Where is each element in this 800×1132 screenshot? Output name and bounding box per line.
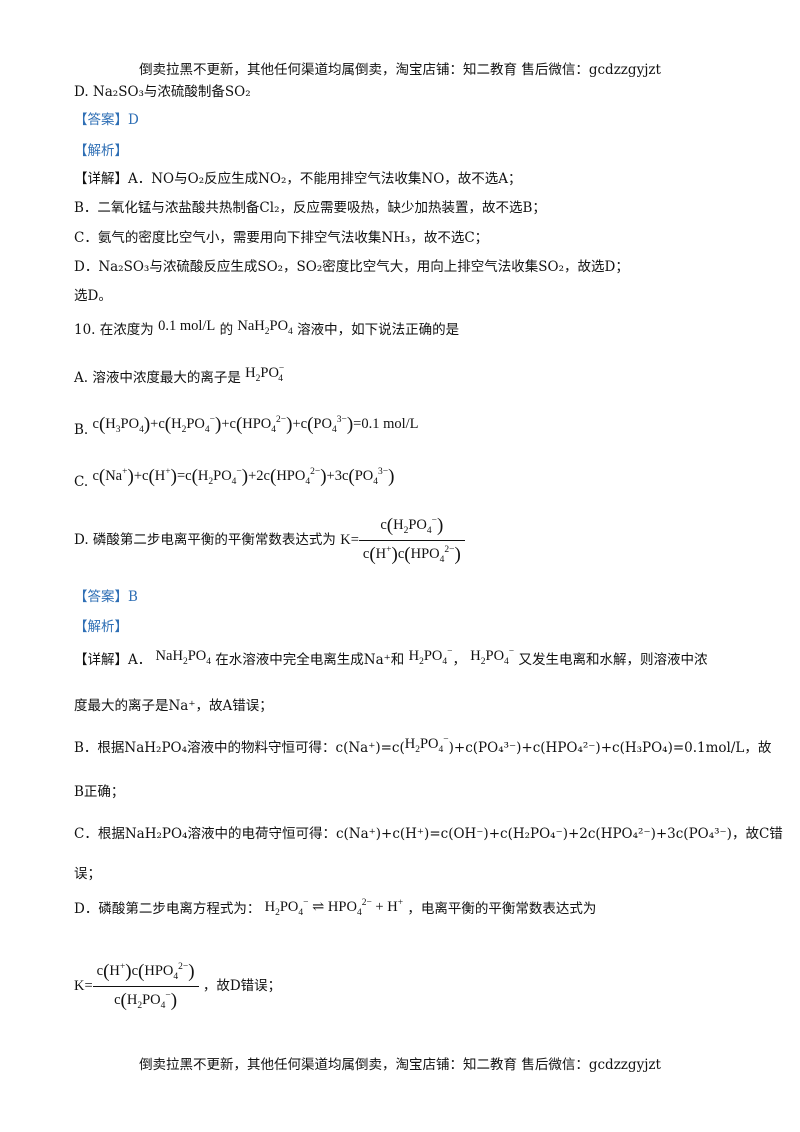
q10-option-d-formula: K=c(H2PO4−)c(H+)c(HPO42−) [340,515,465,565]
q9-conclusion: 选D。 [74,288,112,304]
q10-detail-a: 【详解】A． NaH2PO4 在水溶液中完全电离生成Na⁺和 H2PO4−， H… [74,647,708,668]
q9-detail-b: B．二氧化锰与浓盐酸共热制备Cl₂，反应需要吸热，缺少加热装置，故不选B； [74,200,546,216]
q10-detail-a-formula3: H2PO4− [470,647,515,667]
q10-detail-a-formula1: NaH2PO4 [155,648,211,667]
q10-option-b-rhs: =0.1 mol/L [353,416,419,432]
q10-detail-a-line2: 度最大的离子是Na⁺，故A错误； [74,698,273,714]
q10-detail-d: D．磷酸第二步电离方程式为： H2PO4− ⇌ HPO42− + H+ ，电离平… [74,897,596,917]
q10-stem-conc: 0.1 mol/L [158,318,216,334]
q10-detail-d-suffix: ，电离平衡的平衡常数表达式为 [407,901,597,917]
q10-stem-suffix: 溶液中，如下说法正确的是 [297,322,460,338]
q10-detail-a-sep: ， [452,652,466,668]
q10-option-a: A. 溶液中浓度最大的离子是 H2PO−4 [74,364,285,386]
q10-detail-b-prefix: B．根据NaH₂PO₄溶液中的物料守恒可得：c(Na⁺)=c( [74,740,405,756]
q10-option-a-text: A. 溶液中浓度最大的离子是 [74,370,241,386]
q9-answer: 【答案】D [74,112,139,128]
q10-option-c-label: C. [74,474,89,490]
q10-detail-b: B．根据NaH₂PO₄溶液中的物料守恒可得：c(Na⁺)=c(H2PO4−)+c… [74,735,772,756]
footer-watermark: 倒卖拉黑不更新，其他任何渠道均属倒卖，淘宝店铺：知二教育 售后微信：gcdzzg… [139,1057,661,1073]
q10-option-d-text: D. 磷酸第二步电离平衡的平衡常数表达式为 [74,531,336,548]
q10-option-c: C. c(Na+)+c(H+)=c(H2PO4−)+2c(HPO42−)+3c(… [74,466,394,490]
q9-option-d: D. Na₂SO₃与浓硫酸制备SO₂ [74,84,251,100]
q9-detail-d: D．Na₂SO₃与浓硫酸反应生成SO₂，SO₂密度比空气大，用向上排空气法收集S… [74,259,629,275]
q10-option-a-formula: H2PO−4 [245,364,285,384]
q10-option-c-expression: c(Na+)+c(H+)=c(H2PO4−)+2c(HPO42−)+3c(PO4… [92,466,395,487]
q10-option-b: B. c(H3PO4)+c(H2PO4−)+c(HPO42−)+c(PO43−)… [74,414,419,438]
q10-option-b-label: B. [74,422,89,438]
q10-detail-d-end: ，故D错误； [202,977,282,994]
q10-detail-c-line2: 误； [74,866,101,882]
q10-detail-b-formula: H2PO4− [404,735,449,755]
header-watermark: 倒卖拉黑不更新，其他任何渠道均属倒卖，淘宝店铺：知二教育 售后微信：gcdzzg… [139,62,661,78]
q9-detail-c: C．氨气的密度比空气小，需要用向下排空气法收集NH₃，故不选C； [74,230,489,246]
q10-stem-mid: 的 [219,322,234,338]
q9-analysis-tag: 【解析】 [74,143,128,159]
q10-stem-prefix: 10. 在浓度为 [74,322,154,338]
q10-answer: 【答案】B [74,589,138,605]
q10-detail-b-line2: B正确； [74,784,125,800]
q10-detail-a-prefix: 【详解】A． [74,652,152,668]
q10-option-d: D. 磷酸第二步电离平衡的平衡常数表达式为 K=c(H2PO4−)c(H+)c(… [74,515,465,566]
q10-detail-a-mid: 在水溶液中完全电离生成Na⁺和 [215,652,405,668]
q10-option-b-expression: c(H3PO4)+c(H2PO4−)+c(HPO42−)+c(PO43−)=0.… [92,414,419,435]
q10-detail-a-suffix: 又发生电离和水解，则溶液中浓 [518,652,708,668]
q10-detail-a-formula2: H2PO4− [408,647,453,667]
q10-detail-b-suffix: )+c(PO₄³⁻)+c(HPO₄²⁻)+c(H₃PO₄)=0.1mol/L，故 [448,740,772,756]
q10-detail-d-prefix: D．磷酸第二步电离方程式为： [74,901,261,917]
q10-detail-d-equation: H2PO4− ⇌ HPO42− + H+ [264,898,404,918]
q10-stem: 10. 在浓度为 0.1 mol/L 的 NaH2PO4 溶液中，如下说法正确的… [74,318,459,338]
q10-detail-d-k-formula: K=c(H+)c(HPO42−)c(H2PO4−) [74,961,199,1011]
q10-analysis-tag: 【解析】 [74,619,128,635]
q10-detail-c: C．根据NaH₂PO₄溶液中的电荷守恒可得：c(Na⁺)+c(H⁺)=c(OH⁻… [74,826,783,842]
q9-detail-a: 【详解】A．NO与O₂反应生成NO₂，不能用排空气法收集NO，故不选A； [74,171,522,187]
q10-detail-d-k: K=c(H+)c(HPO42−)c(H2PO4−) ，故D错误； [74,961,281,1012]
q10-stem-formula: NaH2PO4 [237,318,293,337]
